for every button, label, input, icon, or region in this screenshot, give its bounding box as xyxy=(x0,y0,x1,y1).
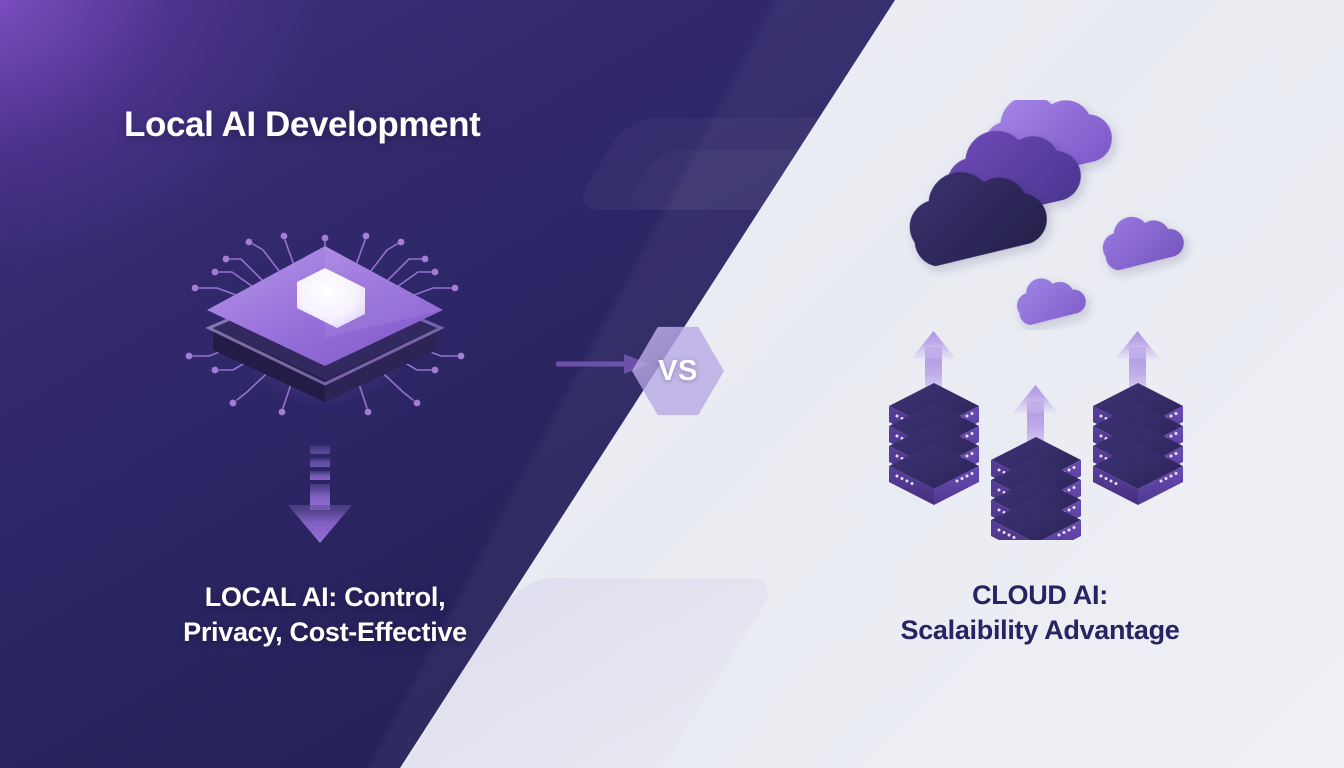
ai-chip-icon xyxy=(185,232,465,416)
vs-badge[interactable]: VS xyxy=(632,325,724,417)
vs-badge-label: VS xyxy=(658,354,698,387)
cloud-stack-icon xyxy=(909,100,1184,325)
cloud-ai-caption-line1: CLOUD AI: xyxy=(972,580,1108,610)
server-racks-icon xyxy=(889,331,1183,540)
cloud-ai-caption: CLOUD AI: Scalaibility Advantage xyxy=(820,578,1260,647)
local-ai-caption: LOCAL AI: Control, Privacy, Cost-Effecti… xyxy=(110,580,540,649)
down-arrow-icon xyxy=(288,445,352,543)
page-title: Local AI Development xyxy=(124,105,481,144)
local-ai-caption-line2: Privacy, Cost-Effective xyxy=(183,616,467,647)
cloud-ai-caption-line2: Scalaibility Advantage xyxy=(900,614,1180,645)
local-ai-caption-line1: LOCAL AI: Control, xyxy=(204,582,446,612)
